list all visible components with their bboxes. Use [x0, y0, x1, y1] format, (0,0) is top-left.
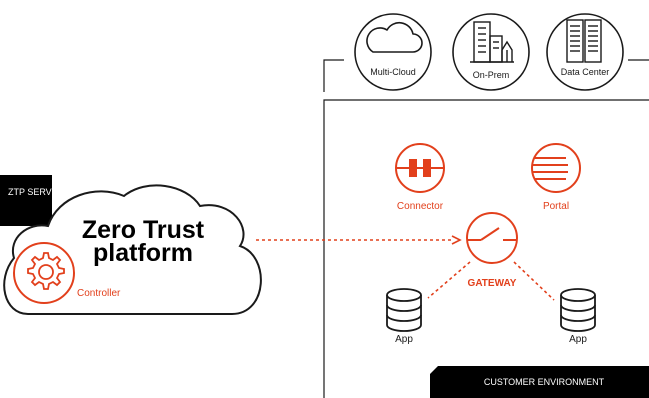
portal: Portal — [531, 143, 581, 212]
arrowhead — [451, 235, 462, 245]
app-label: App — [569, 334, 587, 345]
location-multi-cloud: Multi-Cloud — [354, 13, 432, 91]
platform-title-line2: platform — [93, 239, 193, 267]
portal-label: Portal — [543, 201, 569, 212]
connector: Connector — [395, 143, 445, 212]
gateway: GATEWAY — [466, 212, 518, 289]
app-left: App — [386, 288, 422, 345]
platform-title-line1: Zero Trust — [82, 216, 205, 244]
database-icon — [560, 288, 596, 332]
location-data-center: Data Center — [546, 13, 624, 91]
portal-icon — [532, 157, 568, 180]
location-label: Data Center — [561, 67, 610, 77]
location-on-prem: On-Prem — [452, 13, 530, 91]
server-rack-icon — [566, 19, 602, 63]
gear-icon — [27, 252, 65, 290]
connector-label: Connector — [397, 201, 444, 212]
app-right: App — [560, 288, 596, 345]
buildings-icon — [470, 21, 514, 63]
database-icon — [386, 288, 422, 332]
gateway-to-app-left-link — [427, 261, 471, 299]
zero-trust-cloud: Zero Trust platform Controller — [3, 184, 262, 315]
controller: Controller — [13, 242, 121, 304]
cloud-icon — [366, 21, 423, 53]
customer-environment-badge: CUSTOMER ENVIRONMENT — [430, 366, 649, 398]
ztp-services-panel: ZTP SERVICES — [0, 175, 73, 226]
connector-icon — [396, 159, 444, 177]
controller-label: Controller — [77, 288, 121, 299]
app-label: App — [395, 334, 413, 345]
switch-icon — [467, 227, 517, 241]
ztp-services-label: ZTP SERVICES — [8, 187, 73, 197]
location-label: Multi-Cloud — [370, 67, 416, 77]
customer-environment-label: CUSTOMER ENVIRONMENT — [484, 377, 605, 387]
connections — [256, 239, 555, 301]
customer-environment-frame — [323, 59, 649, 398]
location-label: On-Prem — [473, 70, 510, 80]
gateway-label: GATEWAY — [468, 278, 517, 289]
gateway-to-app-right-link — [513, 261, 555, 301]
